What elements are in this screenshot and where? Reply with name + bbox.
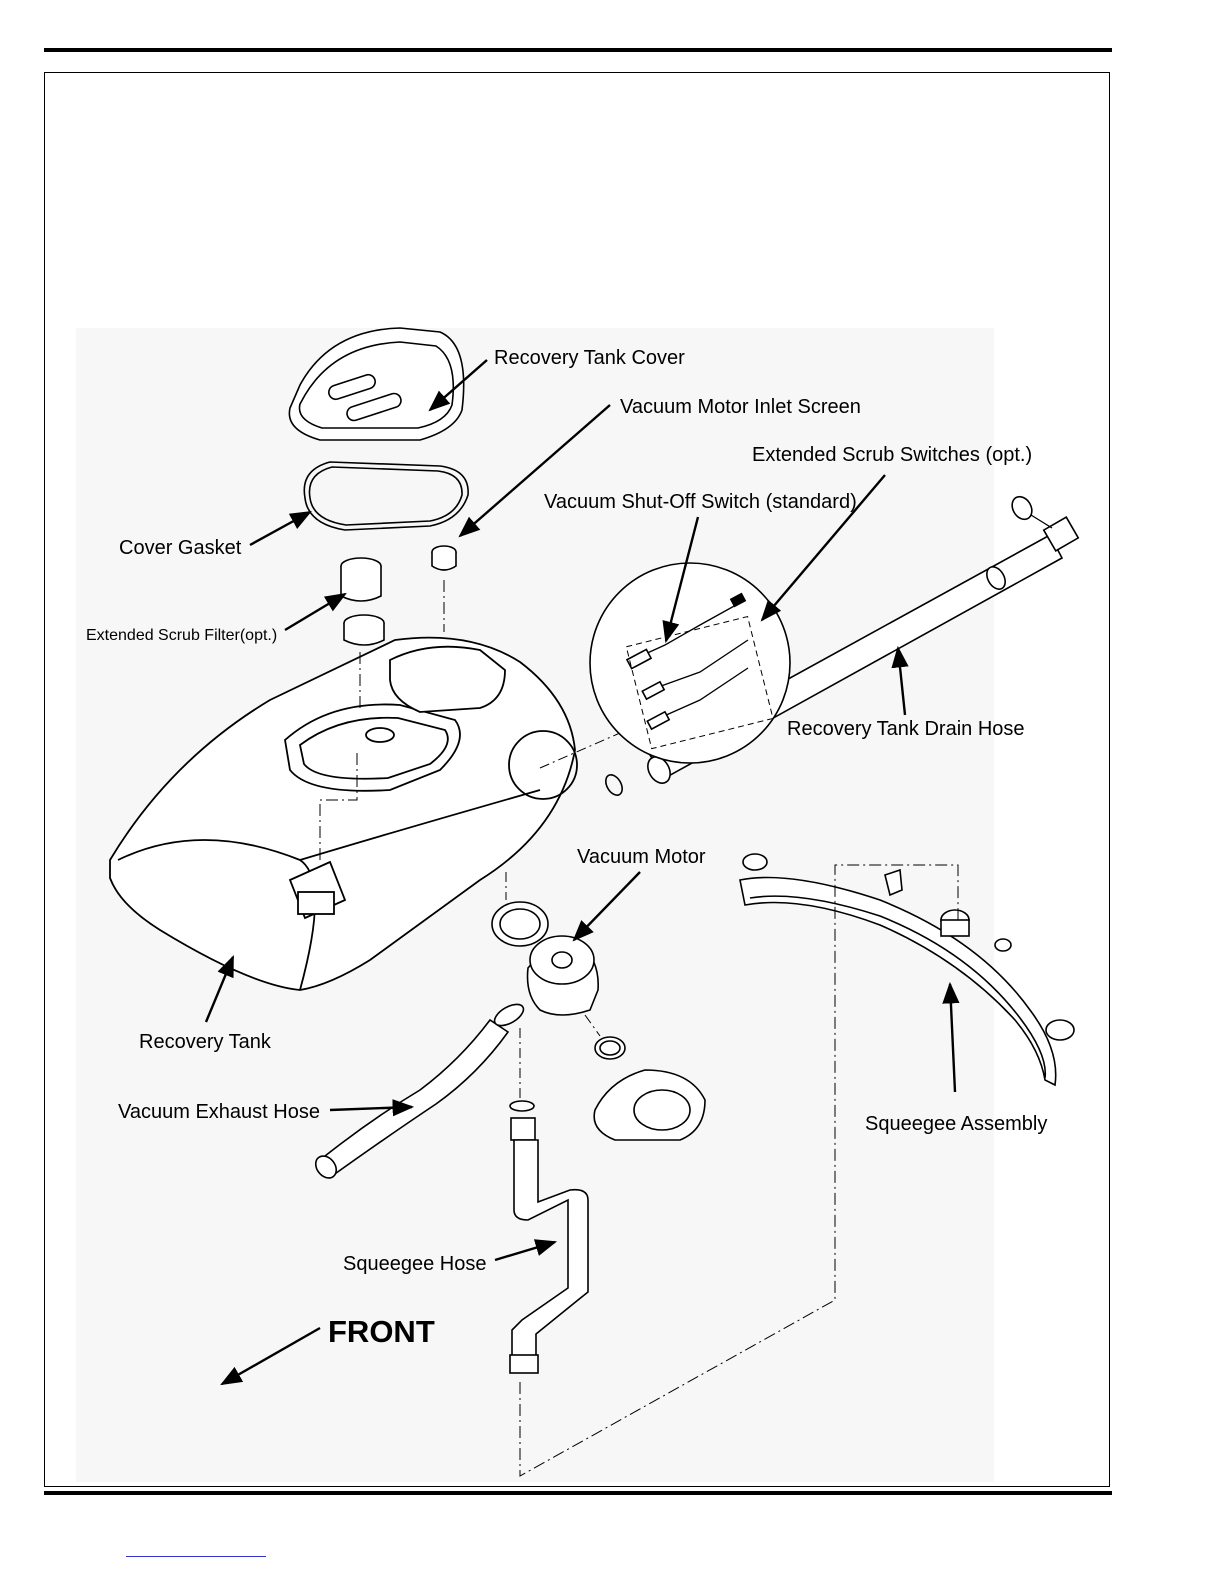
label-recovery-tank: Recovery Tank [139,1031,272,1053]
label-squeegee-assembly: Squeegee Assembly [865,1113,1047,1135]
bottom-rule [44,1491,1112,1495]
switches-detail-circle [590,563,790,763]
extended-scrub-filter-part [341,558,384,645]
label-vacuum-exhaust-hose: Vacuum Exhaust Hose [118,1101,320,1123]
label-extended-scrub-filter: Extended Scrub Filter(opt.) [86,627,277,644]
cover-gasket-part [304,462,468,530]
label-vacuum-motor-inlet-screen: Vacuum Motor Inlet Screen [620,396,861,418]
footer-link-underline [126,1556,266,1557]
label-vacuum-shutoff-switch: Vacuum Shut-Off Switch (standard) [544,491,857,513]
vacuum-motor-inlet-screen-part [432,546,456,570]
label-recovery-tank-cover: Recovery Tank Cover [494,347,685,369]
label-cover-gasket: Cover Gasket [119,537,242,559]
recovery-tank-cover-part [289,328,463,440]
squeegee-assembly-part [740,854,1074,1085]
label-extended-scrub-switches: Extended Scrub Switches (opt.) [752,444,1032,466]
label-squeegee-hose: Squeegee Hose [343,1253,486,1275]
label-recovery-tank-drain-hose: Recovery Tank Drain Hose [787,718,1025,740]
label-front: FRONT [328,1314,435,1349]
label-vacuum-motor: Vacuum Motor [577,846,706,868]
squeegee-hose-part [510,1101,588,1373]
vacuum-exhaust-hose-part [312,1000,527,1182]
